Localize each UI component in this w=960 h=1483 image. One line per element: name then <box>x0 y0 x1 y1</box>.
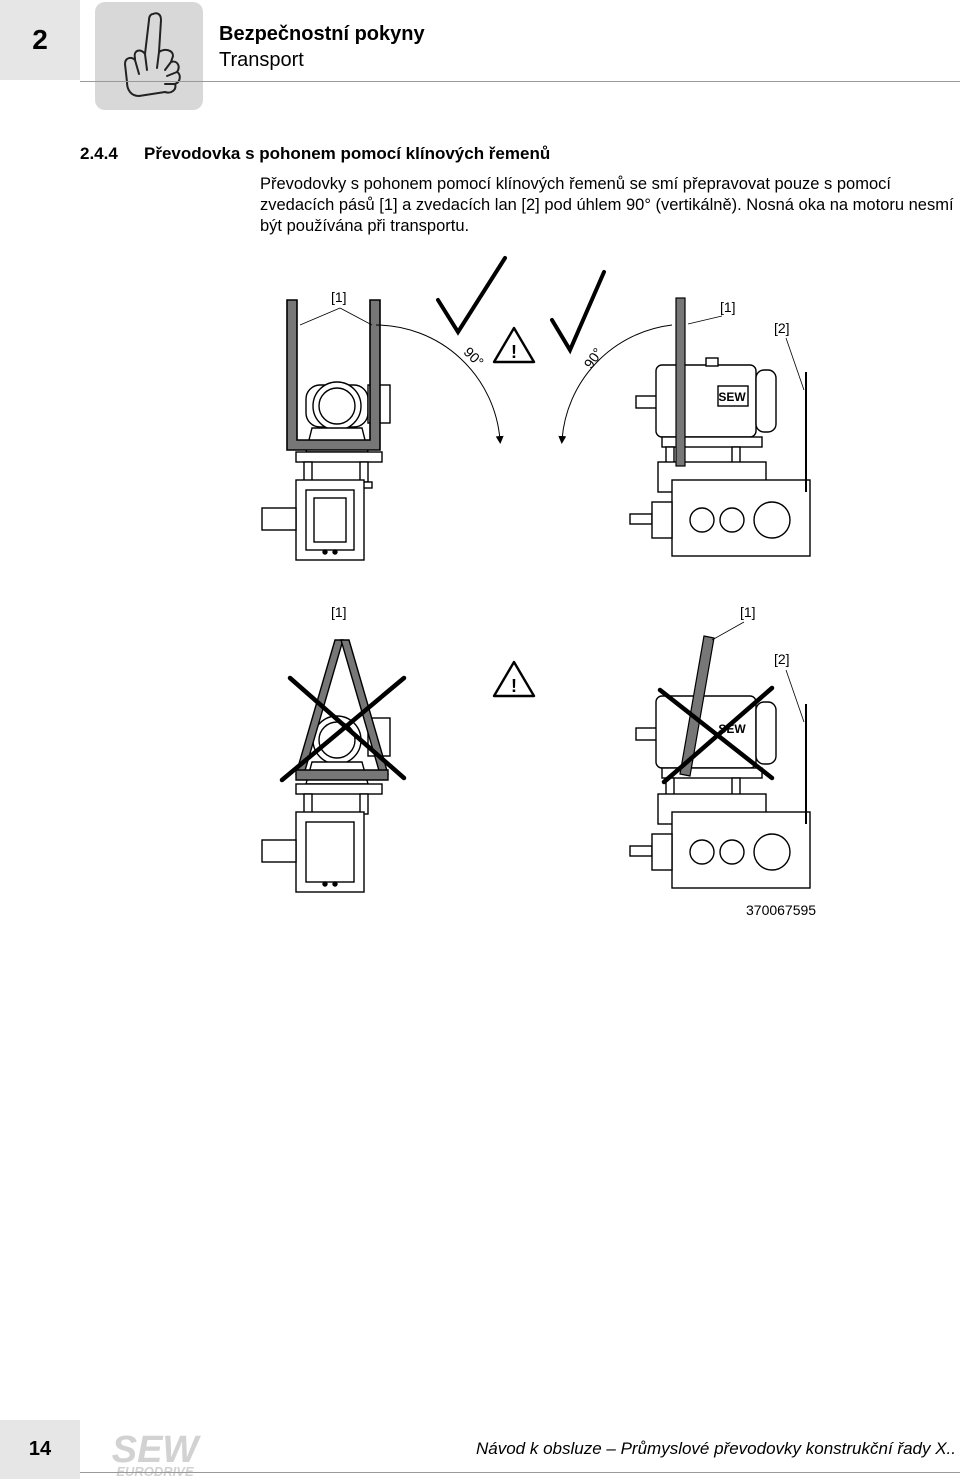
lifting-belt-angled-left <box>295 639 389 781</box>
figure-id: 370067595 <box>746 902 817 918</box>
svg-text:SEW: SEW <box>112 1429 202 1471</box>
cross-icon-right <box>657 685 775 785</box>
warning-triangle-icon-top: ! <box>492 326 536 364</box>
header-subtitle: Transport <box>219 49 304 71</box>
warning-triangle-icon-bottom: ! <box>492 660 536 698</box>
chapter-number: 2 <box>0 0 80 80</box>
svg-text:EURODRIVE: EURODRIVE <box>116 1464 194 1478</box>
header-title: Bezpečnostní pokyny <box>219 23 425 45</box>
transport-figure: [1] 90° ! 90° SEW [1] [2] <box>261 256 811 893</box>
lifting-belt-right <box>675 297 686 467</box>
belt-label-top-right: [1] <box>720 299 736 315</box>
motor-brand-bottom: SEW <box>718 722 746 736</box>
motor-brand-top: SEW <box>718 390 746 404</box>
gearbox-right-correct <box>629 357 811 557</box>
gearbox-right-wrong <box>629 695 811 889</box>
gearbox-left-correct <box>261 381 391 561</box>
rope-label-bottom: [2] <box>774 651 790 667</box>
header-divider <box>80 81 960 82</box>
rope-label-top: [2] <box>774 320 790 336</box>
page-number: 14 <box>0 1420 80 1479</box>
lifting-belt-motor-eye <box>679 635 715 777</box>
section-body: Převodovky s pohonem pomocí klínových ře… <box>260 175 954 235</box>
belt-label-bottom-left: [1] <box>331 604 347 620</box>
pointing-hand-icon <box>95 2 203 110</box>
angle-label-left: 90° <box>461 344 487 370</box>
check-icon-right <box>550 270 606 355</box>
angle-label-right: 90° <box>581 345 606 372</box>
footer-divider <box>80 1472 960 1473</box>
belt-label-bottom-right: [1] <box>740 604 756 620</box>
belt-label-top-left: [1] <box>331 289 347 305</box>
check-icon-left <box>436 256 507 336</box>
sew-eurodrive-logo: SEW EURODRIVE <box>100 1428 210 1483</box>
footer-text: Návod k obsluze – Průmyslové převodovky … <box>476 1439 956 1458</box>
svg-text:!: ! <box>511 342 517 362</box>
svg-text:!: ! <box>511 676 517 696</box>
section-title: Převodovka s pohonem pomocí klínových ře… <box>144 144 551 163</box>
cross-icon-left <box>279 675 407 783</box>
lifting-belt-left <box>286 299 381 451</box>
section-number: 2.4.4 <box>80 144 118 163</box>
